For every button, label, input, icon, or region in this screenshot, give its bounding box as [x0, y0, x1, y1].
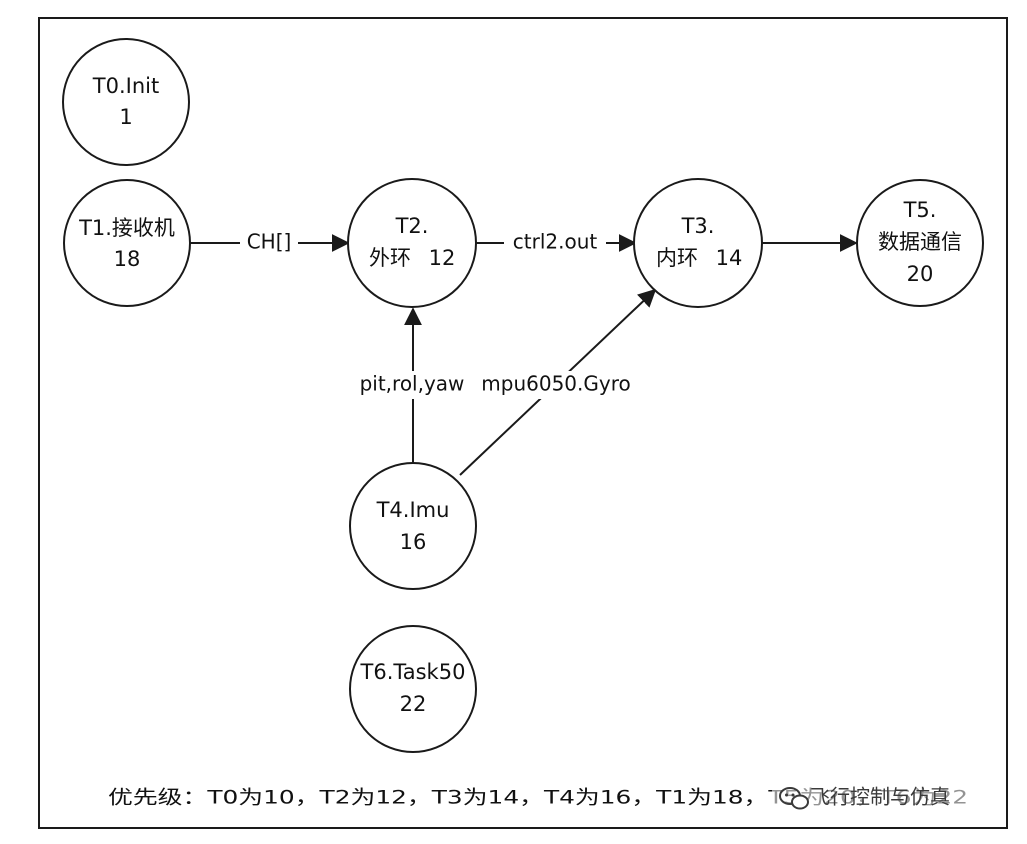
node-title: T6.Task50 — [360, 660, 466, 684]
node-t4: T4.Imu 16 — [349, 462, 477, 590]
node-value: 20 — [907, 262, 934, 286]
node-t6: T6.Task50 22 — [349, 625, 477, 753]
node-subtitle: 外环 — [369, 246, 411, 270]
node-title: T0.Init — [92, 74, 159, 98]
node-t0: T0.Init 1 — [62, 38, 190, 166]
node-circle — [349, 462, 477, 590]
node-t1: T1.接收机 18 — [63, 179, 191, 307]
edges — [190, 234, 858, 476]
node-title: T4.Imu — [376, 498, 450, 522]
node-title: T2. — [395, 214, 429, 238]
node-t5: T5. 数据通信 20 — [856, 179, 984, 307]
edge-label-pit-rol-yaw: pit,rol,yaw — [360, 372, 465, 396]
node-value: 1 — [119, 105, 132, 129]
node-circle — [62, 38, 190, 166]
diagram-frame — [38, 17, 1008, 829]
node-circle — [63, 179, 191, 307]
node-circle — [349, 625, 477, 753]
node-subtitle: 数据通信 — [878, 230, 962, 254]
edge-label-ctrl2-out: ctrl2.out — [513, 230, 598, 254]
edge-label-mpu6050-gyro: mpu6050.Gyro — [481, 372, 630, 396]
edge-label-ch: CH[] — [247, 230, 292, 254]
node-title: T3. — [681, 214, 715, 238]
node-value: 12 — [429, 246, 456, 270]
wechat-icon — [779, 787, 809, 810]
node-value: 22 — [400, 692, 427, 716]
watermark: 飞行控制与仿真 — [772, 781, 1000, 813]
node-value: 18 — [114, 247, 141, 271]
node-circle — [856, 179, 984, 307]
node-circle — [633, 178, 763, 308]
node-value: 16 — [400, 530, 427, 554]
node-circle — [347, 178, 477, 308]
node-title: T1.接收机 — [78, 216, 175, 240]
edge-labels: CH[] ctrl2.out pit,rol,yaw mpu6050.Gyro — [240, 230, 645, 399]
node-title: T5. — [903, 198, 937, 222]
watermark-text: 飞行控制与仿真 — [810, 785, 950, 809]
node-t3: T3. 内环 14 — [633, 178, 763, 308]
node-t2: T2. 外环 12 — [347, 178, 477, 308]
node-value: 14 — [716, 246, 743, 270]
priority-footer: 优先级：T0为10，T2为12，T3为14，T4为16，T1为18，T5为20，… — [108, 787, 968, 809]
node-subtitle: 内环 — [656, 246, 698, 270]
